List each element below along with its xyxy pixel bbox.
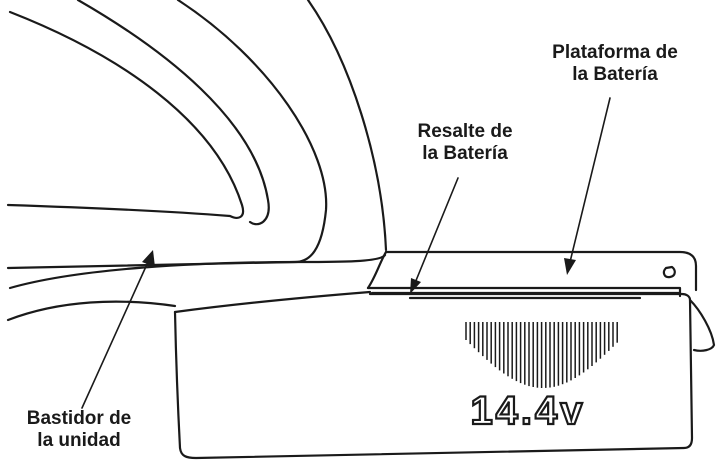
arrowhead-plataforma	[564, 258, 576, 275]
label-plataforma-line2: la Batería	[572, 64, 658, 85]
label-plataforma-de-la-bateria: Plataforma de la Batería	[540, 42, 690, 86]
arrowhead-bastidor	[142, 250, 155, 267]
leader-plataforma	[569, 97, 611, 263]
battery-knob	[662, 265, 676, 279]
label-resalte-de-la-bateria: Resalte de la Batería	[395, 121, 535, 165]
label-bastidor-line2: la unidad	[37, 430, 121, 451]
housing-inner-curve-b	[76, 0, 270, 226]
housing-loop-inner	[6, 10, 245, 219]
housing-outer-curve	[306, 0, 388, 252]
battery-side-clip	[688, 298, 716, 352]
label-bastidor-de-la-unidad: Bastidor de la unidad	[4, 408, 154, 452]
leader-resalte	[414, 177, 459, 284]
battery-body	[173, 292, 694, 460]
housing-inner-curve-a	[6, 0, 328, 270]
battery-vent-grille	[465, 322, 618, 388]
arrowhead-resalte	[410, 278, 421, 294]
label-plataforma-line1: Plataforma de	[552, 42, 678, 63]
housing-lower-curve	[8, 253, 387, 290]
label-resalte-line2: la Batería	[422, 143, 508, 164]
label-resalte-line1: Resalte de	[417, 121, 513, 142]
housing-bottom-curve	[6, 300, 177, 322]
battery-voltage-marking: 14.4v	[470, 389, 585, 433]
label-bastidor-line1: Bastidor de	[26, 408, 132, 429]
leader-bastidor	[81, 261, 149, 409]
housing-base-line	[173, 290, 372, 314]
platform-top	[384, 250, 698, 292]
platform-left-edge	[366, 250, 388, 290]
